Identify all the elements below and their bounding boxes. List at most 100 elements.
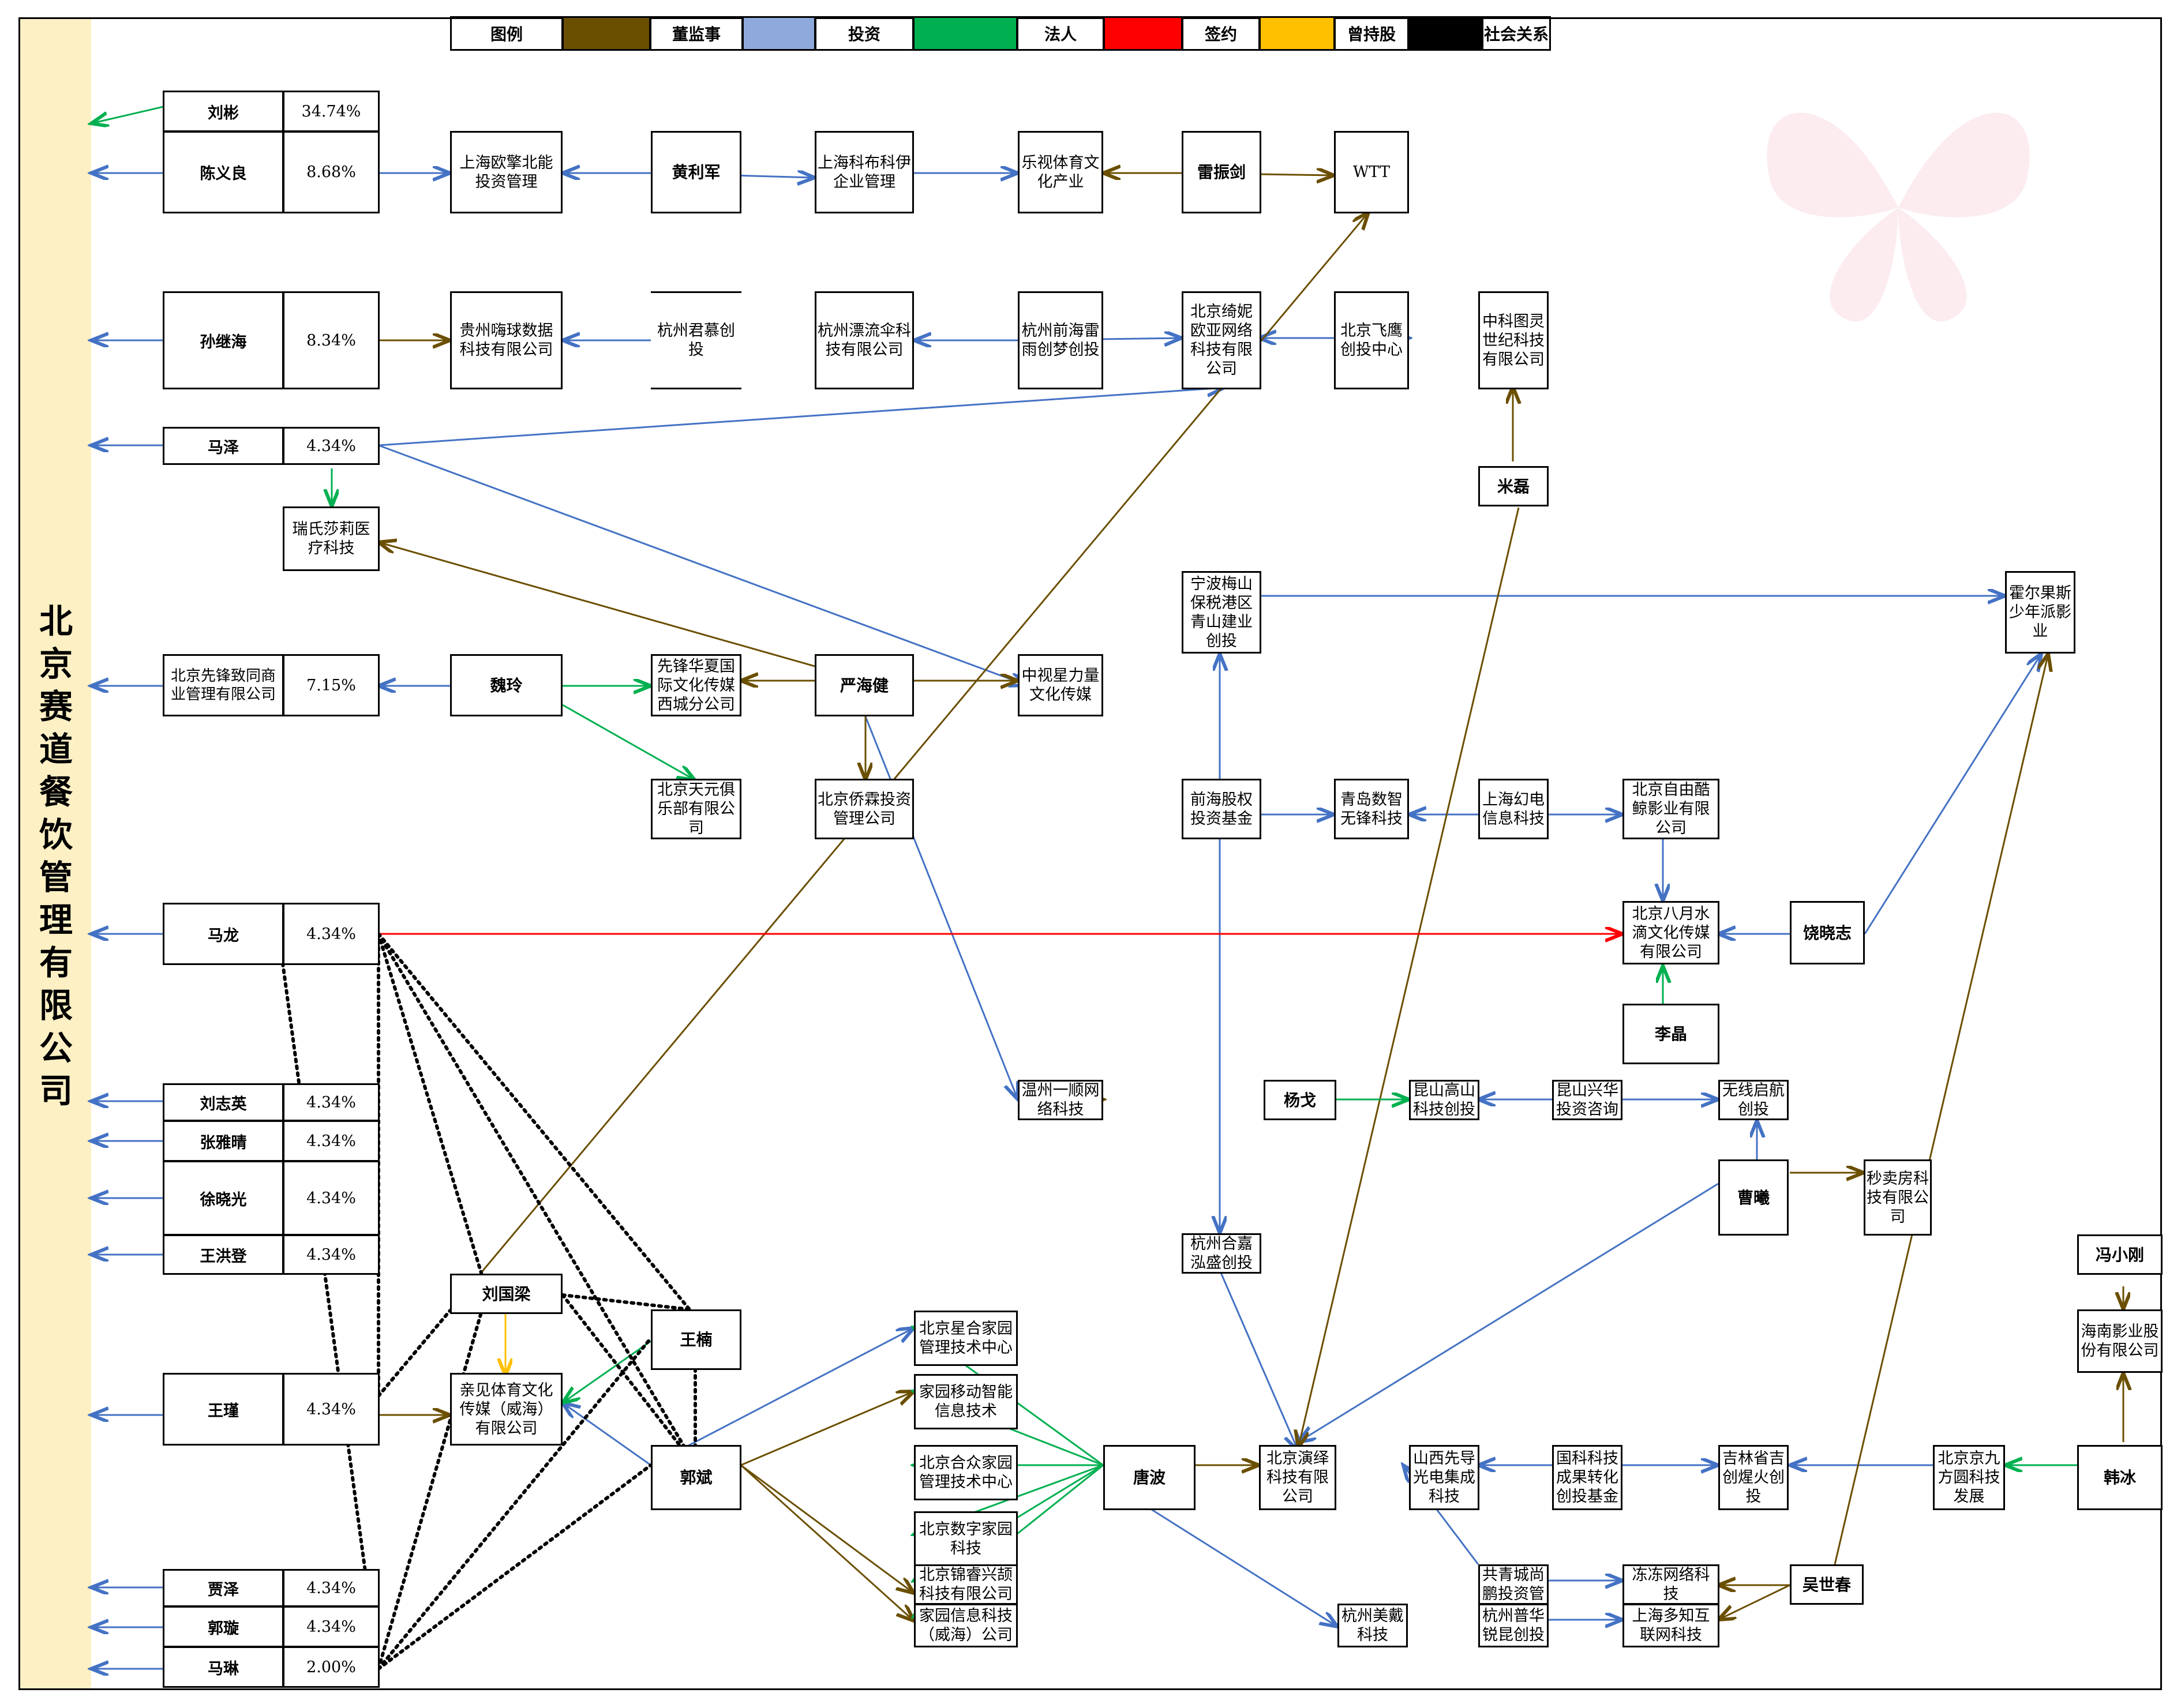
person-node: 唐波 (1103, 1445, 1196, 1510)
shareholder-name: 张雅晴 (163, 1120, 284, 1162)
person-node: 吴世春 (1790, 1564, 1864, 1605)
company-title: 北京赛道餐饮管理有限公司 (39, 602, 73, 1110)
company-node: 瑞氏莎莉医疗科技 (283, 506, 380, 571)
company-node: 杭州君慕创投 (651, 291, 741, 389)
company-node: 乐视体育文化产业 (1018, 131, 1103, 213)
legend-title: 图例 (450, 16, 563, 51)
person-node: 雷振剑 (1182, 131, 1261, 213)
company-node: 冻冻网络科技 (1622, 1564, 1719, 1605)
company-node: 无线启航创投 (1718, 1080, 1789, 1120)
company-node: 吉林省吉创煋火创投 (1718, 1445, 1789, 1510)
shareholder-pct: 2.00% (283, 1646, 380, 1688)
company-node: 北京自由酷鲸影业有限公司 (1622, 779, 1719, 839)
shareholder-name: 徐晓光 (163, 1161, 284, 1236)
company-node: 上海幻电信息科技 (1478, 779, 1549, 839)
company-node: 昆山兴华投资咨询 (1552, 1080, 1622, 1120)
person-node: 王楠 (651, 1309, 741, 1370)
person-node: 李晶 (1622, 1004, 1719, 1064)
company-node: 亲见体育文化传媒（威海）有限公司 (450, 1373, 563, 1446)
company-node: 北京锦睿兴颉科技有限公司 (914, 1564, 1018, 1605)
legend-swatch-director (562, 16, 651, 51)
legend-label-social: 社会关系 (1482, 16, 1551, 51)
shareholder-pct: 8.68% (283, 131, 380, 213)
shareholder-name: 孙继海 (163, 291, 284, 389)
shareholder-pct: 4.34% (283, 1120, 380, 1162)
shareholder-pct: 4.34% (283, 1234, 380, 1275)
shareholder-pct: 8.34% (283, 291, 380, 389)
company-node: 北京数字家园科技 (914, 1511, 1018, 1567)
company-node: 宁波梅山保税港区青山建业创投 (1182, 571, 1261, 654)
company-node: 北京飞鹰创投中心 (1334, 291, 1409, 389)
shareholder-pct: 4.34% (283, 427, 380, 465)
company-node: WTT (1334, 131, 1409, 213)
shareholder-pct: 7.15% (283, 654, 380, 716)
person-node: 杨戈 (1264, 1080, 1336, 1120)
company-node: 上海多知互联网科技 (1622, 1604, 1719, 1647)
company-node: 共青城尚鹏投资管 (1478, 1564, 1549, 1605)
person-node: 饶晓志 (1790, 901, 1865, 964)
shareholder-pct: 4.34% (283, 1569, 380, 1607)
shareholder-pct: 4.34% (283, 1606, 380, 1647)
person-node: 严海健 (815, 654, 914, 716)
company-node: 山西先导光电集成科技 (1409, 1445, 1479, 1510)
person-node: 黄利军 (651, 131, 741, 213)
company-node: 杭州美戴科技 (1337, 1604, 1408, 1647)
shareholder-pct: 4.34% (283, 1083, 380, 1121)
company-node: 家园信息科技（威海）公司 (914, 1604, 1018, 1647)
shareholder-name: 北京先锋致同商业管理有限公司 (163, 654, 284, 716)
company-node: 家园移动智能信息技术 (914, 1374, 1018, 1429)
company-node: 北京八月水滴文化传媒有限公司 (1622, 901, 1719, 964)
company-node: 国科科技成果转化创投基金 (1552, 1445, 1622, 1510)
shareholder-pct: 4.34% (283, 903, 380, 965)
company-node: 北京京九方圆科技发展 (1933, 1445, 2005, 1510)
company-node: 杭州前海雷雨创梦创投 (1018, 291, 1103, 389)
company-node: 温州一顺网络科技 (1018, 1080, 1103, 1120)
butterfly-watermark-icon (1767, 112, 2030, 322)
company-node: 杭州漂流伞科技有限公司 (815, 291, 914, 389)
company-node: 北京天元俱乐部有限公司 (651, 779, 741, 839)
company-node: 贵州嗨球数据科技有限公司 (450, 291, 563, 389)
person-node: 魏玲 (450, 654, 563, 716)
shareholder-pct: 4.34% (283, 1373, 380, 1446)
shareholder-name: 王洪登 (163, 1234, 284, 1275)
legend-swatch-social (1408, 16, 1483, 51)
shareholder-pct: 4.34% (283, 1161, 380, 1236)
diagram-frame (18, 17, 2162, 1690)
shareholder-name: 刘彬 (163, 91, 284, 132)
shareholder-name: 王瑾 (163, 1373, 284, 1446)
company-node: 上海科布科伊企业管理 (815, 131, 914, 213)
shareholder-name: 刘志英 (163, 1083, 284, 1121)
shareholder-pct: 34.74% (283, 91, 380, 132)
company-node: 青岛数智无锋科技 (1334, 779, 1409, 839)
company-sidebar (20, 19, 91, 1688)
company-node: 海南影业股份有限公司 (2077, 1309, 2163, 1373)
company-node: 北京合众家园管理技术中心 (914, 1445, 1018, 1500)
person-node: 米磊 (1478, 466, 1549, 506)
company-node: 北京星合家园管理技术中心 (914, 1311, 1018, 1366)
company-node: 杭州合嘉泓盛创投 (1182, 1233, 1261, 1274)
company-node: 前海股权投资基金 (1182, 779, 1261, 839)
company-node: 霍尔果斯少年派影业 (2005, 571, 2075, 654)
company-node: 中科图灵世纪科技有限公司 (1478, 291, 1549, 389)
company-node: 北京演绎科技有限公司 (1259, 1445, 1336, 1510)
company-node: 秒卖房科技有限公司 (1864, 1159, 1932, 1236)
shareholder-name: 陈义良 (163, 131, 284, 213)
company-node: 中视星力量文化传媒 (1018, 654, 1103, 716)
company-node: 北京绮妮欧亚网络科技有限公司 (1182, 291, 1261, 389)
shareholder-name: 马龙 (163, 903, 284, 965)
legend-swatch-invest (742, 16, 816, 51)
person-node: 韩冰 (2077, 1445, 2163, 1510)
legend-label-legal: 法人 (1017, 16, 1104, 51)
company-node: 上海欧擎北能投资管理 (450, 131, 563, 213)
person-node: 刘国梁 (450, 1274, 563, 1314)
shareholder-name: 马琳 (163, 1646, 284, 1688)
person-node: 郭斌 (651, 1445, 741, 1510)
shareholder-name: 郭璇 (163, 1606, 284, 1647)
company-node: 昆山高山科技创投 (1409, 1080, 1479, 1120)
company-node: 杭州普华锐昆创投 (1478, 1604, 1549, 1647)
company-node: 先锋华夏国际文化传媒西城分公司 (651, 654, 741, 716)
shareholder-name: 马泽 (163, 427, 284, 465)
legend-swatch-former (1259, 16, 1335, 51)
